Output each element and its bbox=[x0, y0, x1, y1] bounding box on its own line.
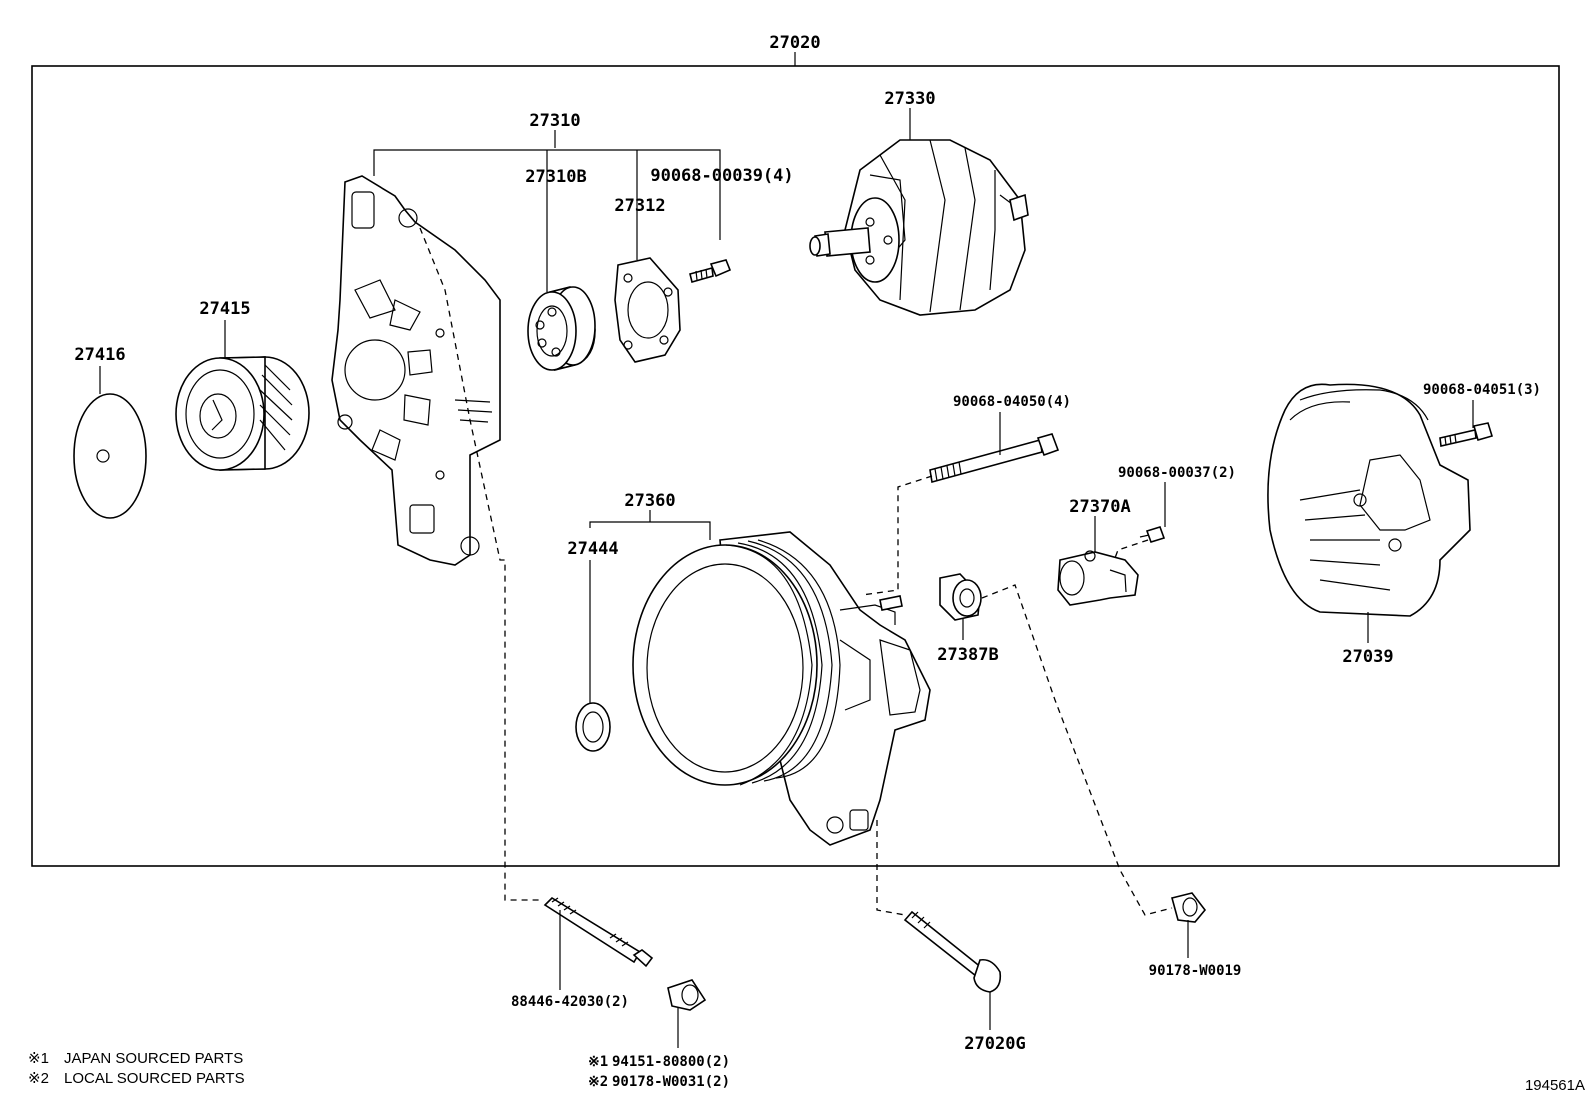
label-27360[interactable]: 27360 bbox=[624, 491, 675, 511]
label-27310[interactable]: 27310 bbox=[529, 111, 580, 131]
label-27020[interactable]: 27020 bbox=[769, 33, 820, 53]
assembly-frame: 27020 bbox=[31, 33, 1560, 867]
bolt-27020G[interactable]: 27020G bbox=[876, 820, 1026, 1054]
label-27444[interactable]: 27444 bbox=[567, 539, 618, 559]
label-90178-W0031[interactable]: 90178-W0031(2) bbox=[612, 1074, 730, 1090]
label-90068-00037[interactable]: 90068-00037(2) bbox=[1118, 465, 1236, 481]
bolt-90068-04051[interactable]: 90068-04051(3) bbox=[1423, 382, 1541, 447]
legend-mark-2: ※2 bbox=[28, 1070, 49, 1087]
bolt-90068-04050[interactable]: 90068-04050(4) bbox=[861, 394, 1071, 596]
insulator-27387B[interactable]: 27387B bbox=[937, 573, 1173, 916]
rear-cover-27039[interactable]: 27039 bbox=[1267, 383, 1471, 667]
washer-27444[interactable]: 27444 bbox=[567, 539, 619, 752]
label-27416[interactable]: 27416 bbox=[74, 345, 125, 365]
label-27370A[interactable]: 27370A bbox=[1069, 497, 1130, 517]
label-88446-42030[interactable]: 88446-42030(2) bbox=[511, 994, 629, 1010]
label-90068-04050[interactable]: 90068-04050(4) bbox=[953, 394, 1071, 410]
bearing-27310B[interactable]: 27310B bbox=[525, 167, 596, 372]
label-94151-80800[interactable]: 94151-80800(2) bbox=[612, 1054, 730, 1070]
legend-japan: JAPAN SOURCED PARTS bbox=[64, 1050, 243, 1067]
bolt-90068-00039[interactable]: 90068-00039(4) bbox=[650, 166, 794, 283]
stud-88446-42030[interactable]: 88446-42030(2) bbox=[511, 896, 654, 1010]
legend-local: LOCAL SOURCED PARTS bbox=[64, 1070, 245, 1087]
label-90068-04051[interactable]: 90068-04051(3) bbox=[1423, 382, 1541, 398]
label-27039[interactable]: 27039 bbox=[1342, 647, 1393, 667]
label-27312[interactable]: 27312 bbox=[614, 196, 665, 216]
bracket-27310-group: 27310 bbox=[373, 111, 721, 292]
legend: ※1 JAPAN SOURCED PARTS ※2 LOCAL SOURCED … bbox=[28, 1050, 245, 1087]
front-housing-27310[interactable] bbox=[331, 175, 501, 566]
label-27387B[interactable]: 27387B bbox=[937, 645, 998, 665]
pulley-27415[interactable]: 27415 bbox=[175, 299, 310, 471]
cover-cap-27416[interactable]: 27416 bbox=[73, 345, 147, 519]
screw-90068-00037[interactable]: 90068-00037(2) bbox=[1114, 465, 1236, 559]
mark-1-nut: ※1 bbox=[588, 1054, 608, 1070]
brush-holder-27370A[interactable]: 27370A bbox=[1057, 497, 1139, 606]
rotor-27330[interactable]: 27330 bbox=[809, 89, 1029, 316]
diagram-id: 194561A bbox=[1525, 1077, 1585, 1094]
drive-end-frame-27360[interactable]: 27360 bbox=[589, 491, 931, 846]
dashed-guide-housing bbox=[419, 227, 540, 901]
nut-labels: ※1 94151-80800(2) ※2 90178-W0031(2) bbox=[588, 1054, 730, 1090]
label-27020G[interactable]: 27020G bbox=[964, 1034, 1025, 1054]
label-27415[interactable]: 27415 bbox=[199, 299, 250, 319]
nut-94151-90178[interactable] bbox=[667, 979, 707, 1048]
mark-2-nut: ※2 bbox=[588, 1074, 608, 1090]
label-27330[interactable]: 27330 bbox=[884, 89, 935, 109]
label-90068-00039[interactable]: 90068-00039(4) bbox=[650, 166, 793, 186]
nut-90178-W0019[interactable]: 90178-W0019 bbox=[1149, 892, 1242, 979]
label-27310B[interactable]: 27310B bbox=[525, 167, 586, 187]
legend-mark-1: ※1 bbox=[28, 1050, 49, 1067]
retainer-plate-27312[interactable]: 27312 bbox=[614, 196, 681, 363]
label-90178-W0019[interactable]: 90178-W0019 bbox=[1149, 963, 1242, 979]
